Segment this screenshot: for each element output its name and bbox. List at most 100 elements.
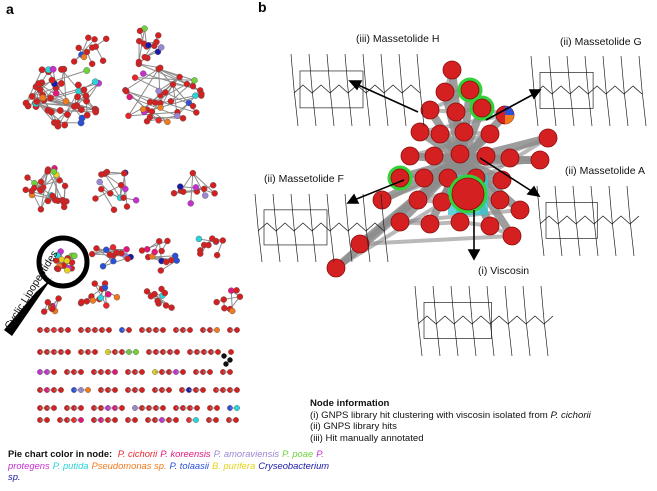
structure-branch xyxy=(626,185,631,221)
network-node xyxy=(37,206,45,213)
network-node xyxy=(192,184,200,191)
network-node xyxy=(193,109,200,116)
network-node xyxy=(193,417,199,423)
cluster-node xyxy=(480,124,500,144)
network-node xyxy=(157,267,165,274)
legend-item: P. protegens xyxy=(8,448,324,471)
structure-branch xyxy=(401,88,407,127)
network-edge xyxy=(94,283,107,306)
network-node xyxy=(83,67,91,74)
network-node xyxy=(213,298,220,306)
network-node xyxy=(173,257,180,264)
network-node xyxy=(109,244,117,251)
structure-branch xyxy=(486,285,491,321)
structure-branch xyxy=(275,226,281,263)
network-node xyxy=(180,188,187,195)
network-node xyxy=(168,304,175,311)
network-node xyxy=(160,327,166,333)
arrow-to-massetolide-g xyxy=(485,93,535,121)
network-node xyxy=(170,190,178,197)
network-node xyxy=(54,122,62,130)
network-edge xyxy=(158,76,180,92)
cluster-edge xyxy=(409,132,491,158)
network-edge xyxy=(63,69,67,102)
network-edge xyxy=(47,169,63,201)
network-node xyxy=(164,237,171,245)
network-edge xyxy=(86,82,99,102)
legend-title: Pie chart color in node: xyxy=(8,448,113,459)
network-node xyxy=(64,267,71,274)
network-node xyxy=(189,83,197,90)
arrow-to-massetolide-h xyxy=(355,83,419,113)
network-node xyxy=(58,387,64,393)
network-node xyxy=(207,369,213,375)
network-edge xyxy=(47,109,96,113)
structure-ring xyxy=(545,202,598,239)
molecular-network-panel-a xyxy=(22,25,244,423)
structure-branch xyxy=(641,89,647,127)
legend-item: P. amoraviensis xyxy=(213,448,280,459)
network-node xyxy=(99,57,107,64)
cluster-node xyxy=(410,122,430,142)
structure-backbone xyxy=(539,215,640,225)
network-node xyxy=(112,417,118,423)
cluster-node xyxy=(432,192,452,212)
structure-branch xyxy=(605,89,611,127)
structure-branch xyxy=(414,285,419,321)
network-node xyxy=(210,182,217,189)
network-node xyxy=(211,190,218,197)
network-node xyxy=(113,294,121,301)
network-edge xyxy=(146,115,178,122)
network-node xyxy=(88,250,96,258)
cluster-node xyxy=(414,168,434,188)
network-node xyxy=(200,387,206,393)
structure-branch xyxy=(539,219,545,257)
network-node xyxy=(126,327,132,333)
network-node xyxy=(143,118,151,125)
legend-item: P. cichorii xyxy=(117,448,158,459)
network-node xyxy=(189,169,197,177)
network-node xyxy=(221,305,228,312)
network-node xyxy=(24,174,31,181)
network-node xyxy=(47,108,55,116)
network-node xyxy=(202,192,209,199)
network-edge xyxy=(190,173,194,204)
network-node xyxy=(110,206,118,214)
cluster-node xyxy=(430,124,450,144)
network-node xyxy=(148,108,156,115)
network-node xyxy=(78,417,84,423)
network-node xyxy=(85,387,91,393)
network-node xyxy=(44,197,52,205)
cluster-node xyxy=(446,102,466,122)
network-node xyxy=(194,405,200,411)
network-node xyxy=(96,178,103,186)
network-edge xyxy=(100,188,115,211)
network-node xyxy=(147,293,155,300)
network-node xyxy=(189,102,197,110)
network-node xyxy=(236,293,244,300)
network-node xyxy=(151,99,159,106)
network-node xyxy=(103,246,110,253)
network-node xyxy=(98,171,105,178)
network-node xyxy=(74,93,81,101)
network-node-black xyxy=(221,353,227,359)
magnifier-label: Cyclic Lipopeptides xyxy=(2,249,60,332)
cluster-node xyxy=(451,177,485,211)
network-node xyxy=(195,235,203,243)
structure-branch xyxy=(380,193,385,228)
structure-branch xyxy=(629,219,635,257)
structure-branch xyxy=(326,193,331,228)
network-node xyxy=(173,417,179,423)
cluster-node xyxy=(390,168,410,188)
cluster-node xyxy=(500,148,520,168)
network-node xyxy=(106,251,114,259)
network-node xyxy=(107,190,114,197)
arrow-to-massetolide-a xyxy=(479,157,534,193)
network-node xyxy=(44,168,51,175)
network-node xyxy=(22,99,30,107)
network-node xyxy=(51,405,57,411)
cluster-node xyxy=(502,226,522,246)
network-edge xyxy=(104,173,121,199)
network-node xyxy=(158,44,165,51)
